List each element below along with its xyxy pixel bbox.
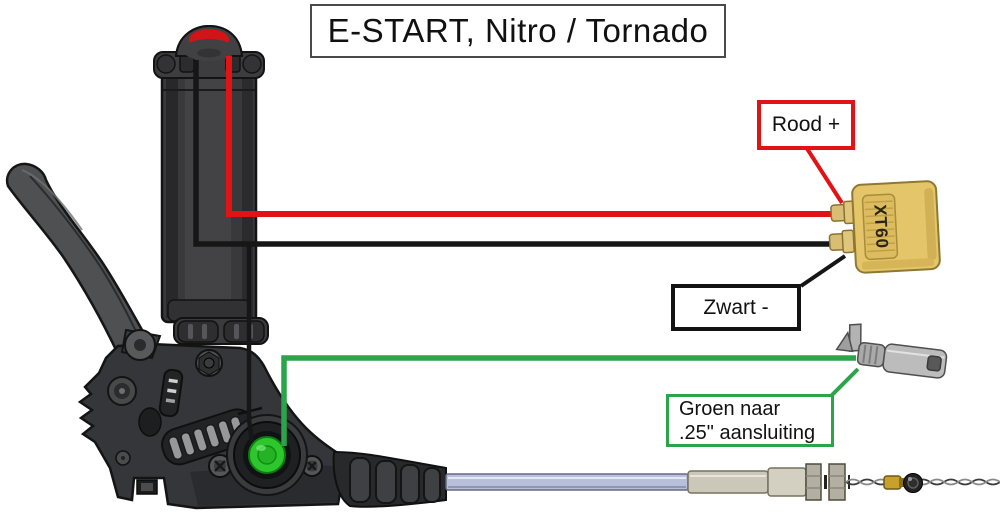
diagram-title: E-START, Nitro / Tornado	[310, 4, 726, 58]
red-wire	[226, 56, 848, 217]
black-wire	[193, 60, 842, 247]
black-branch-wire	[246, 244, 255, 442]
xt60-connector: XT60	[828, 180, 941, 274]
adjuster-strip	[158, 368, 184, 418]
green-start-button	[226, 414, 308, 496]
black-leader-line	[799, 254, 847, 288]
lever-pivot	[124, 329, 156, 361]
throttle-cable	[445, 463, 1000, 501]
cable-end-barrel	[903, 473, 923, 493]
adjuster-nuts	[805, 463, 846, 501]
cable-adjuster	[687, 467, 807, 497]
green-wire-callout: Groen naar .25" aansluiting	[666, 394, 834, 447]
screw	[115, 450, 131, 466]
red-leader-line	[804, 145, 844, 205]
hex-bolt	[195, 349, 223, 377]
red-wire-callout-text: Rood +	[771, 113, 841, 136]
cable-boot	[332, 450, 447, 508]
inner-cable	[845, 478, 1000, 486]
green-wire-callout-line1: Groen naar	[679, 397, 781, 420]
green-wire	[281, 355, 856, 446]
black-wire-callout-text: Zwart -	[703, 295, 769, 319]
black-wire-callout: Zwart -	[671, 284, 801, 331]
pivot-washer	[107, 376, 137, 406]
brake-lever	[5, 162, 152, 356]
green-wire-callout-line2: .25" aansluiting	[679, 421, 816, 444]
diagram-title-text: E-START, Nitro / Tornado	[327, 12, 709, 49]
brass-ferrule	[883, 475, 904, 490]
spade-terminal	[835, 323, 948, 379]
red-wire-callout: Rood +	[757, 100, 855, 150]
ratchet	[161, 408, 256, 466]
green-leader-line	[828, 367, 860, 399]
estart-cylinder	[153, 24, 269, 345]
xt60-label: XT60	[870, 204, 891, 250]
